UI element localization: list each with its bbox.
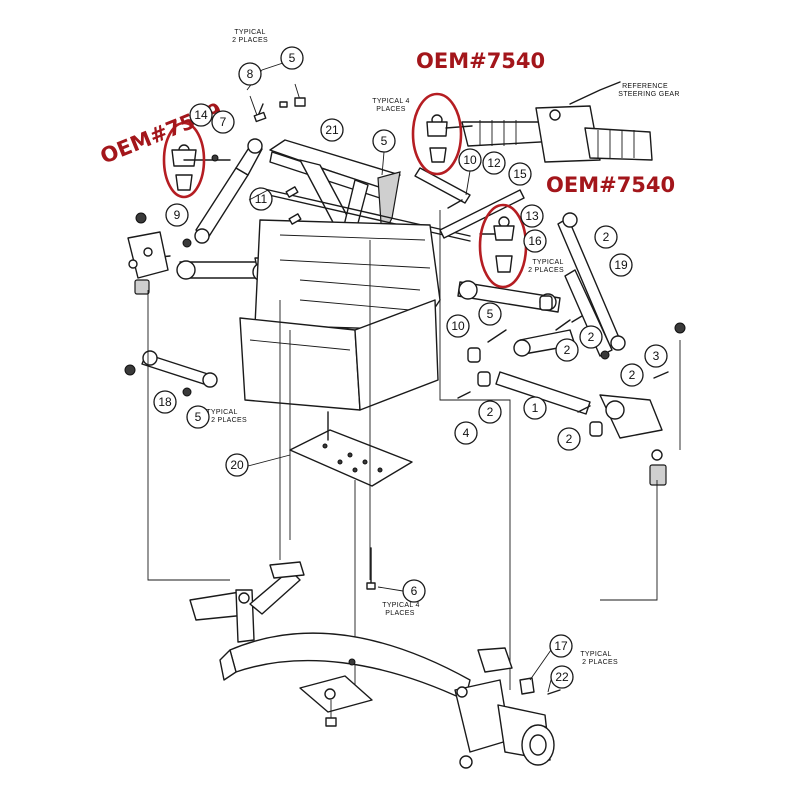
note-typical-4-places-line2: PLACES xyxy=(376,106,405,113)
part-callout-10: 10 xyxy=(446,314,470,338)
svg-text:10: 10 xyxy=(463,153,477,167)
svg-text:14: 14 xyxy=(194,108,208,122)
note-typical-2-places-mid: TYPICAL xyxy=(532,259,563,266)
svg-text:20: 20 xyxy=(230,458,244,472)
diagram-linework xyxy=(124,57,686,769)
part-callout-3: 3 xyxy=(644,344,668,368)
svg-text:6: 6 xyxy=(411,584,418,598)
note-reference-steering-gear-line2: STEERING GEAR xyxy=(618,91,679,98)
highlight-rings xyxy=(162,92,528,289)
svg-text:2: 2 xyxy=(588,330,595,344)
part-callout-6: 6 xyxy=(402,579,426,603)
note-typical-4-places-bottom-line2: PLACES xyxy=(385,610,414,617)
part-callout-2: 2 xyxy=(594,225,618,249)
part-callout-2: 2 xyxy=(620,363,644,387)
part-callout-7: 7 xyxy=(211,110,235,134)
note-typical-2-places-bottom-left: TYPICAL xyxy=(206,409,237,416)
part-callout-5: 5 xyxy=(186,405,210,429)
oem-label-top: OEM#7540 xyxy=(416,49,545,73)
part-callout-19: 19 xyxy=(609,253,633,277)
part-callout-5: 5 xyxy=(478,302,502,326)
svg-text:17: 17 xyxy=(554,639,568,653)
part-callout-20: 20 xyxy=(225,453,249,477)
svg-text:8: 8 xyxy=(247,67,254,81)
callout-leaders xyxy=(247,151,552,693)
svg-text:5: 5 xyxy=(487,307,494,321)
part-callout-2: 2 xyxy=(478,400,502,424)
svg-text:5: 5 xyxy=(289,51,296,65)
svg-text:22: 22 xyxy=(555,670,569,684)
note-typical-2-places-top-line2: 2 PLACES xyxy=(232,37,268,44)
part-callout-2: 2 xyxy=(555,338,579,362)
svg-text:21: 21 xyxy=(325,123,339,137)
svg-text:2: 2 xyxy=(566,432,573,446)
part-callout-5: 5 xyxy=(372,129,396,153)
svg-text:16: 16 xyxy=(528,234,542,248)
part-callout-21: 21 xyxy=(320,118,344,142)
part-callout-10: 10 xyxy=(458,148,482,172)
part-callout-22: 22 xyxy=(550,665,574,689)
part-callout-17: 17 xyxy=(549,634,573,658)
svg-text:18: 18 xyxy=(158,395,172,409)
part-callout-13: 13 xyxy=(520,204,544,228)
part-callout-18: 18 xyxy=(153,390,177,414)
svg-text:4: 4 xyxy=(463,426,470,440)
note-typical-2-places-top: TYPICAL xyxy=(234,29,265,36)
svg-text:19: 19 xyxy=(614,258,628,272)
svg-text:1: 1 xyxy=(532,401,539,415)
svg-text:13: 13 xyxy=(525,209,539,223)
note-typical-2-places-bottom-right-line2: 2 PLACES xyxy=(582,659,618,666)
part-callout-16: 16 xyxy=(523,229,547,253)
note-typical-2-places-mid-line2: 2 PLACES xyxy=(528,267,564,274)
part-callout-5: 5 xyxy=(280,46,304,70)
oem-label-right: OEM#7540 xyxy=(546,173,675,197)
svg-text:2: 2 xyxy=(629,368,636,382)
svg-text:3: 3 xyxy=(653,349,660,363)
note-typical-2-places-bottom-right: TYPICAL xyxy=(580,651,611,658)
part-callout-4: 4 xyxy=(454,421,478,445)
svg-text:5: 5 xyxy=(381,134,388,148)
svg-text:2: 2 xyxy=(564,343,571,357)
note-typical-4-places: TYPICAL 4 xyxy=(372,98,409,105)
part-callout-2: 2 xyxy=(579,325,603,349)
svg-text:2: 2 xyxy=(487,405,494,419)
part-callout-1: 1 xyxy=(523,396,547,420)
highlight-ring-top xyxy=(411,92,463,176)
svg-text:15: 15 xyxy=(513,167,527,181)
part-callout-12: 12 xyxy=(482,151,506,175)
svg-text:9: 9 xyxy=(174,208,181,222)
part-callout-11: 11 xyxy=(249,187,273,211)
svg-text:5: 5 xyxy=(195,410,202,424)
note-reference-steering-gear: REFERENCE xyxy=(622,83,668,90)
part-callout-9: 9 xyxy=(165,203,189,227)
part-callout-8: 8 xyxy=(238,62,262,86)
notes: TYPICAL 2 PLACES TYPICAL 4 PLACES REFERE… xyxy=(206,29,679,666)
svg-text:10: 10 xyxy=(451,319,465,333)
part-callout-2: 2 xyxy=(557,427,581,451)
part-callout-15: 15 xyxy=(508,162,532,186)
svg-text:2: 2 xyxy=(603,230,610,244)
svg-text:7: 7 xyxy=(220,115,227,129)
note-typical-2-places-bottom-left-line2: 2 PLACES xyxy=(211,417,247,424)
svg-text:12: 12 xyxy=(487,156,501,170)
highlight-ring-left xyxy=(162,121,206,199)
note-typical-4-places-bottom: TYPICAL 4 xyxy=(382,602,419,609)
part-callout-14: 14 xyxy=(189,103,213,127)
